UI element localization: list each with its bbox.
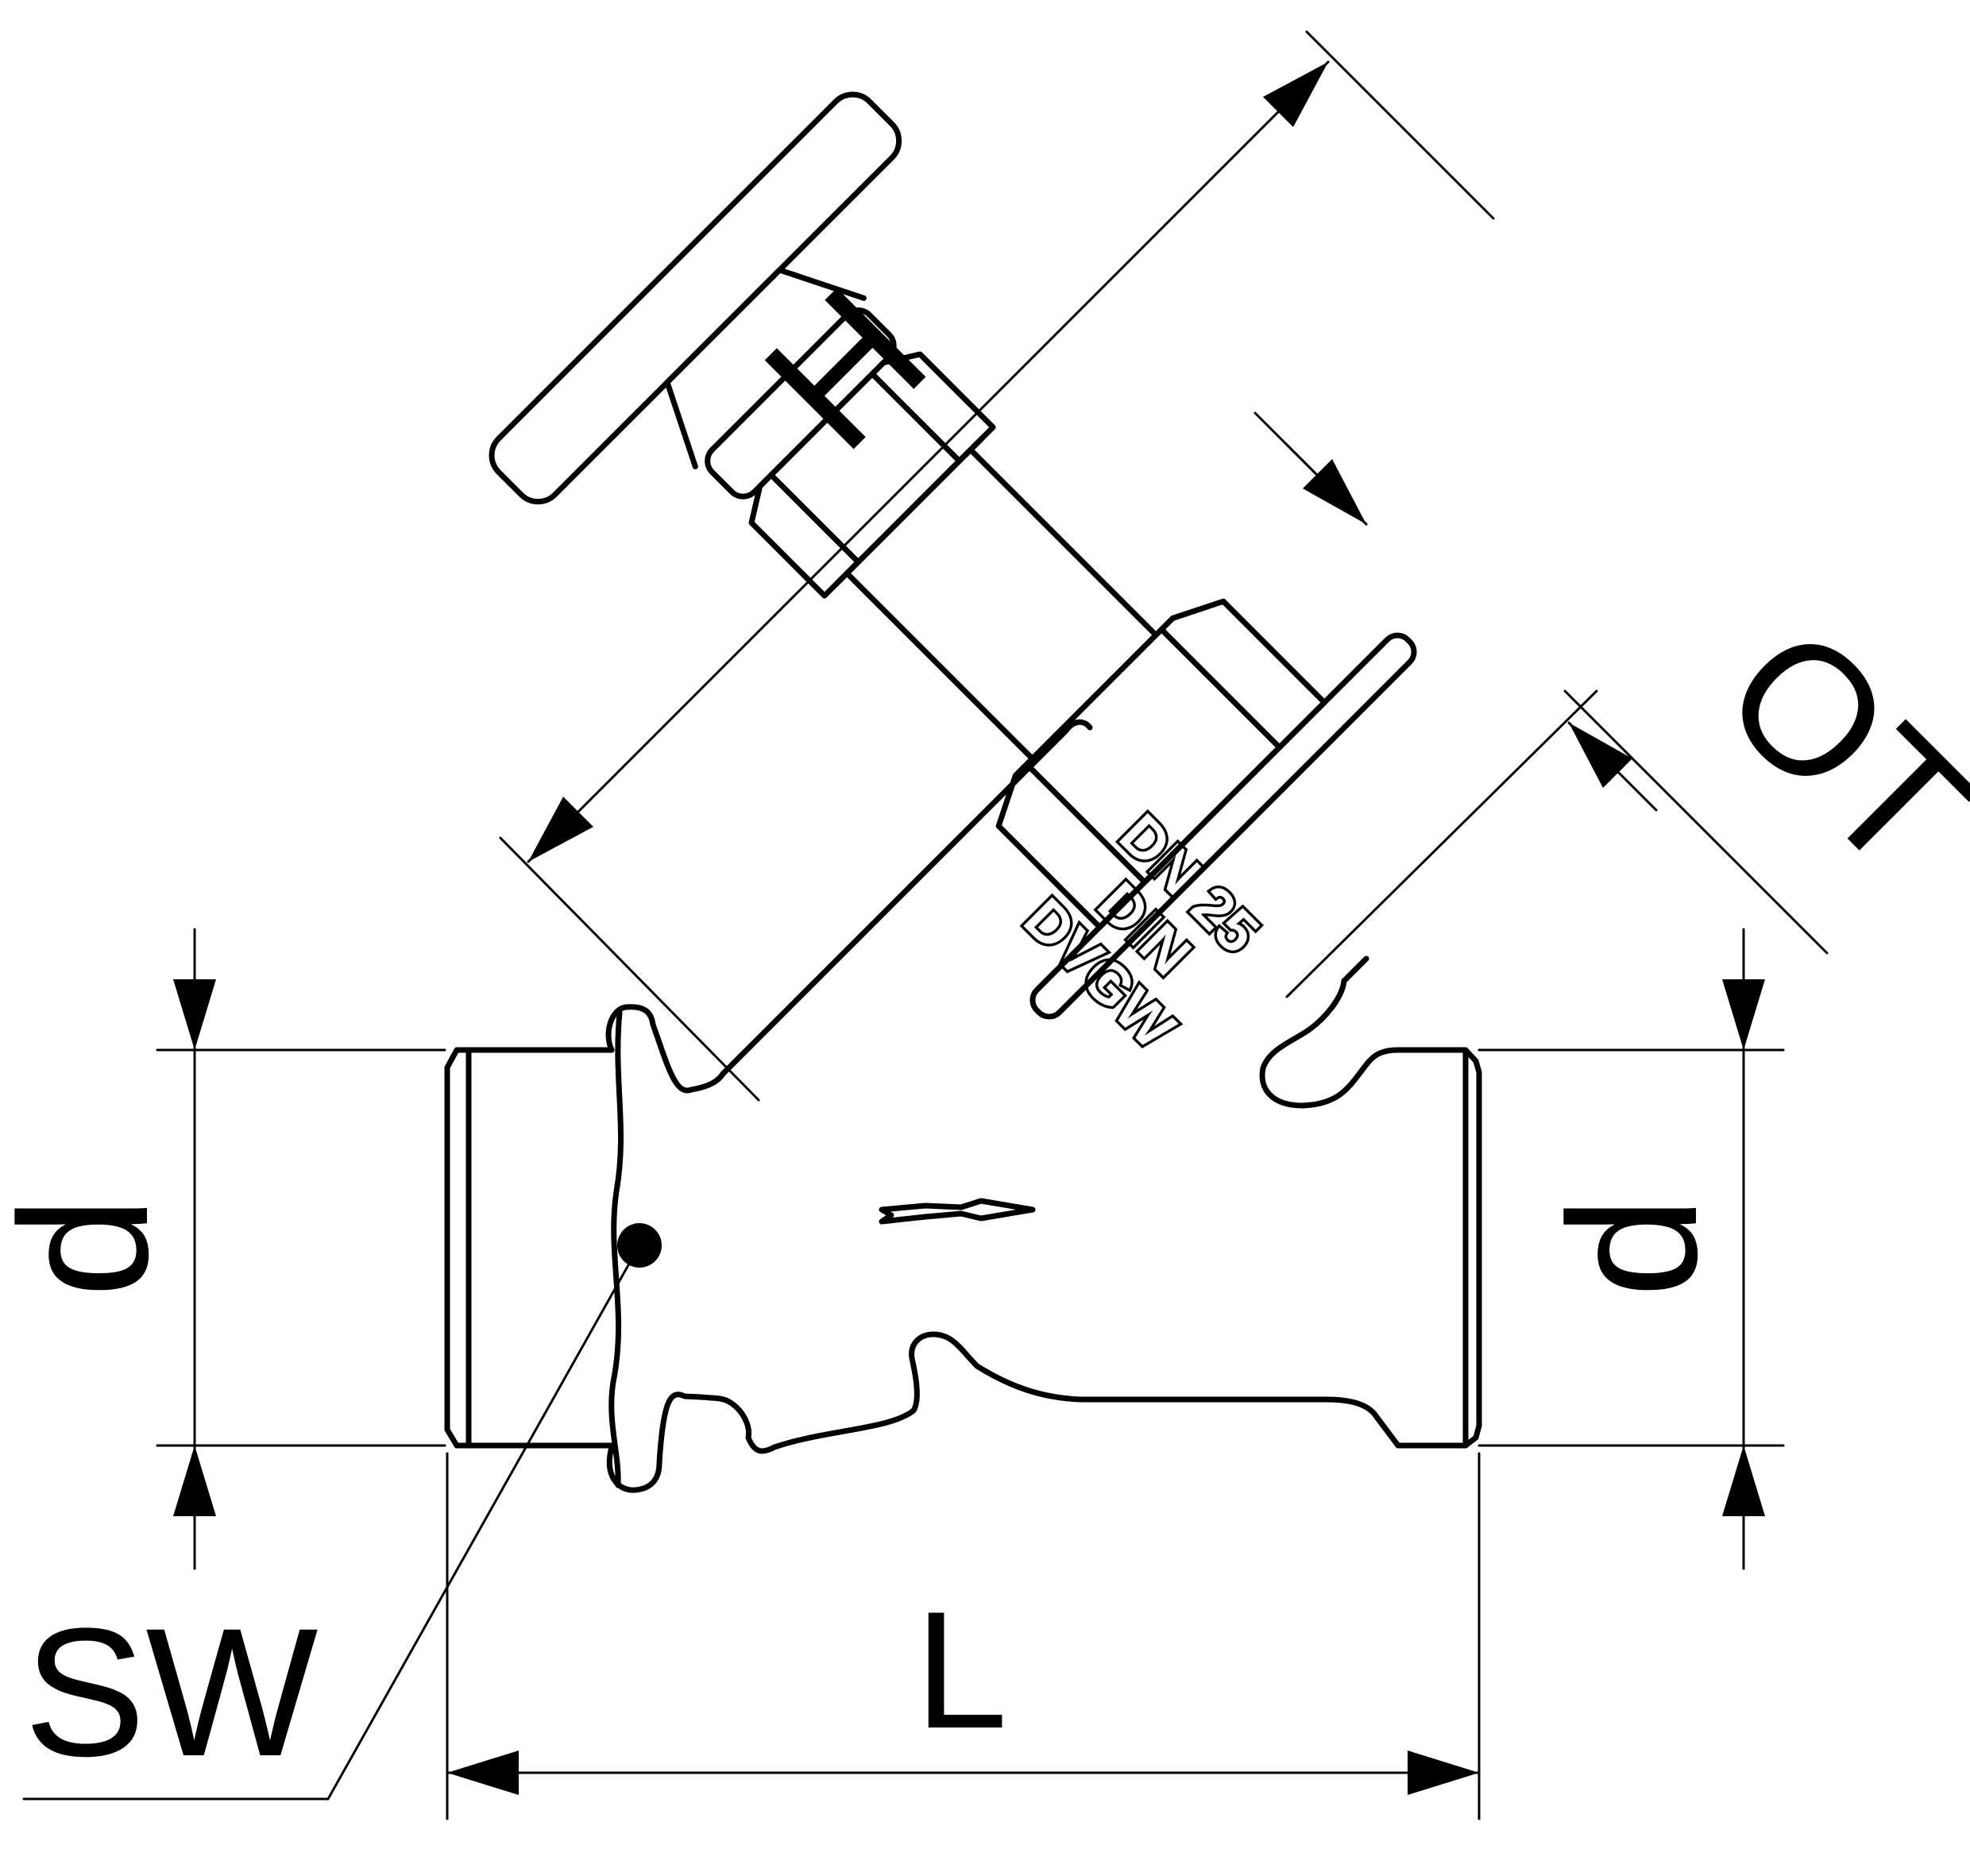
ot-center-line — [1285, 689, 1598, 998]
l-label: L — [915, 1577, 1008, 1763]
body-right-contour — [1259, 978, 1401, 1109]
sw-label: SW — [24, 1590, 319, 1794]
d-left-arrow-top — [173, 979, 216, 1050]
dimension-l: L — [446, 1452, 1481, 1820]
handwheel — [489, 91, 902, 505]
ot-arrow-left — [1303, 459, 1366, 524]
spindle — [705, 307, 897, 500]
left-hex-flange — [605, 1004, 726, 1493]
d-left-arrow-bottom — [173, 1446, 216, 1516]
flow-direction-arrow — [879, 1198, 1036, 1225]
ot-arrow-right — [1569, 723, 1632, 788]
right-pipe-end — [1462, 1047, 1482, 1449]
left-pipe-end — [444, 1047, 472, 1449]
stem-tube — [832, 435, 1159, 762]
dimension-ot: OT — [1253, 411, 1970, 998]
left-hex-flange-edge — [608, 1009, 624, 1488]
h-arrow-bottom — [528, 797, 593, 862]
dimension-d-left: d — [0, 928, 446, 1570]
d-right-arrow-top — [1722, 979, 1765, 1050]
ot-label: OT — [1686, 588, 1970, 912]
left-pipe — [465, 1047, 615, 1449]
h-extension-top — [1305, 30, 1495, 220]
valve-body: DN 25 DIN DVGW — [444, 719, 1482, 1493]
sw-leader-line — [22, 1244, 641, 1801]
right-pipe — [1395, 1047, 1469, 1449]
h-dimension-line — [527, 60, 1330, 863]
l-arrow-left — [447, 1751, 519, 1795]
h-extension-bottom — [499, 836, 760, 1102]
body-bottom-contour — [656, 1331, 1401, 1466]
ot-extension-right — [1563, 689, 1829, 955]
d-right-label: d — [1531, 1196, 1735, 1298]
d-right-arrow-bottom — [1722, 1446, 1765, 1516]
dimension-d-right: d — [1478, 928, 1785, 1570]
bonnet-hex-nut — [995, 598, 1327, 930]
h-arrow-top — [1263, 62, 1328, 127]
valve-top-assembly — [489, 91, 1417, 1020]
bonnet-body — [720, 719, 1369, 1077]
d-left-label: d — [0, 1196, 186, 1298]
l-arrow-right — [1408, 1751, 1479, 1795]
